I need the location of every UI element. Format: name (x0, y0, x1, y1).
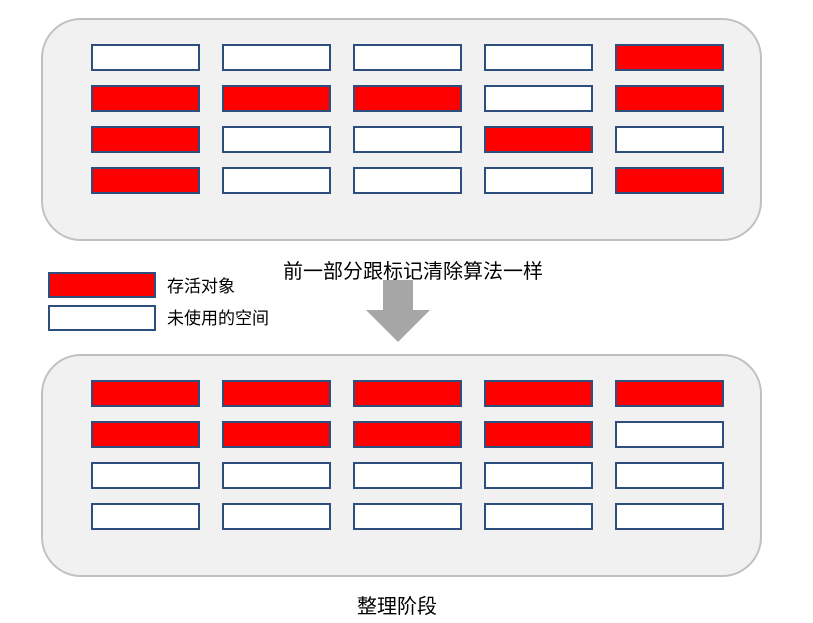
live-object-block (615, 380, 724, 407)
free-space-block (222, 503, 331, 530)
live-object-block (615, 44, 724, 71)
live-object-block (91, 126, 200, 153)
live-object-block (91, 421, 200, 448)
free-space-block (222, 44, 331, 71)
free-space-block (353, 126, 462, 153)
free-space-block (484, 44, 593, 71)
live-object-block (615, 85, 724, 112)
free-space-block (222, 126, 331, 153)
live-object-block (91, 167, 200, 194)
free-space-block (484, 462, 593, 489)
down-arrow-icon (366, 280, 430, 342)
live-object-block (484, 380, 593, 407)
free-space-block (615, 462, 724, 489)
after-caption: 整理阶段 (357, 594, 437, 618)
live-object-block (353, 380, 462, 407)
free-space-block (91, 503, 200, 530)
free-space-block (222, 462, 331, 489)
free-space-block (484, 85, 593, 112)
free-space-block (91, 44, 200, 71)
live-object-block (353, 421, 462, 448)
before-compaction-panel (41, 18, 762, 241)
live-object-block (222, 85, 331, 112)
live-object-block (353, 85, 462, 112)
legend-free-label: 未使用的空间 (167, 309, 269, 329)
legend-live-swatch (48, 272, 156, 298)
free-space-block (353, 462, 462, 489)
memory-grid-after (91, 380, 724, 530)
free-space-block (353, 44, 462, 71)
live-object-block (484, 421, 593, 448)
free-space-block (353, 503, 462, 530)
memory-grid-before (91, 44, 724, 194)
live-object-block (222, 380, 331, 407)
legend-free-swatch (48, 305, 156, 331)
free-space-block (484, 167, 593, 194)
live-object-block (484, 126, 593, 153)
free-space-block (91, 462, 200, 489)
live-object-block (615, 167, 724, 194)
free-space-block (222, 167, 331, 194)
free-space-block (484, 503, 593, 530)
free-space-block (353, 167, 462, 194)
free-space-block (615, 421, 724, 448)
before-caption: 前一部分跟标记清除算法一样 (283, 259, 543, 283)
after-compaction-panel (41, 354, 762, 577)
live-object-block (91, 380, 200, 407)
legend-live-label: 存活对象 (167, 277, 235, 297)
live-object-block (222, 421, 331, 448)
live-object-block (91, 85, 200, 112)
free-space-block (615, 503, 724, 530)
free-space-block (615, 126, 724, 153)
